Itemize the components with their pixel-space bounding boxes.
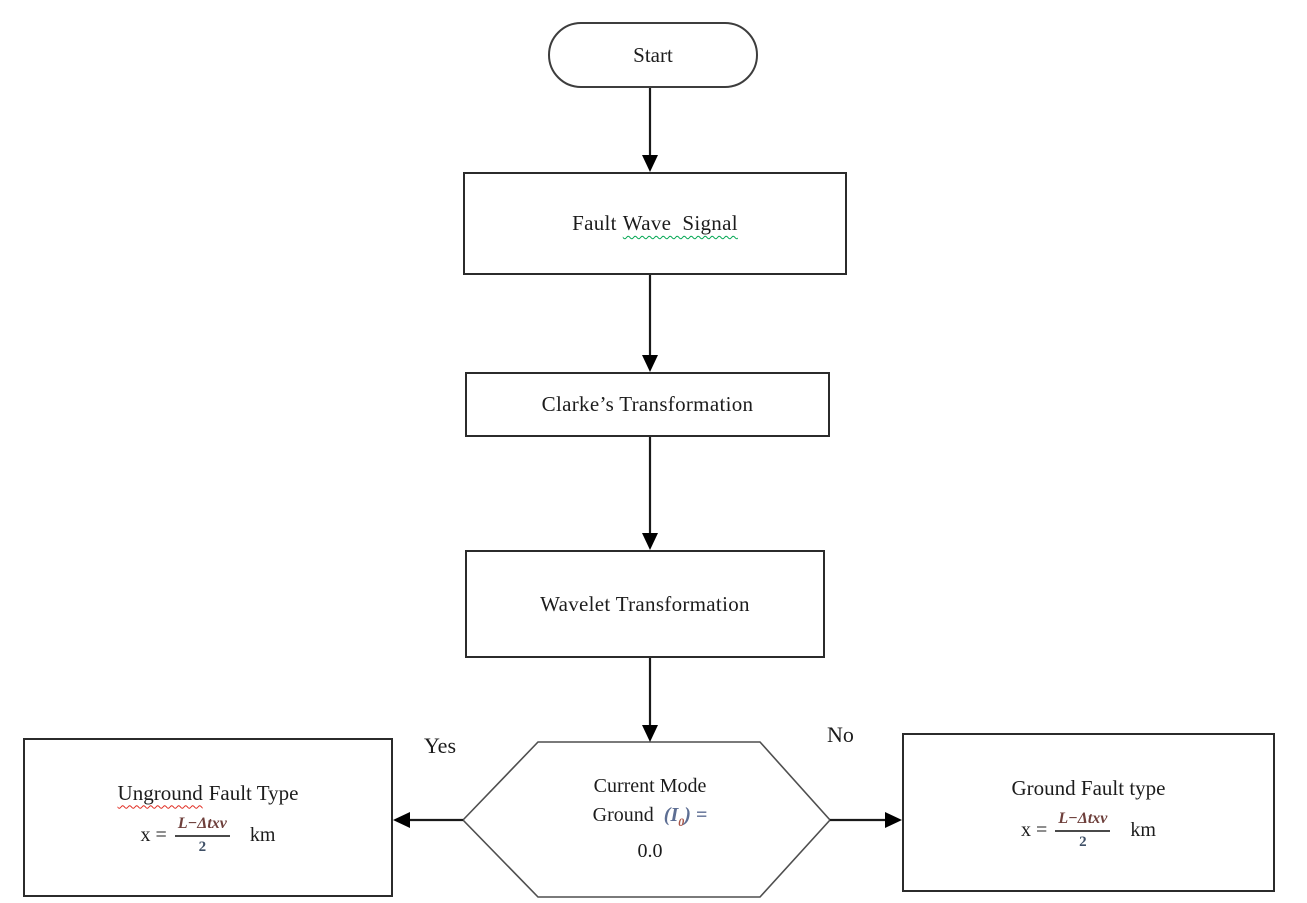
- yes-branch-label: Yes: [424, 733, 457, 758]
- formula-lhs: x =: [1021, 818, 1048, 841]
- unground-title-rest: Fault Type: [208, 780, 299, 805]
- formula-denominator: 2: [198, 838, 207, 855]
- zero-mode-current-equation: (I0) =: [663, 804, 708, 829]
- arrowhead-faultwave-to-clarke: [642, 355, 658, 372]
- clarke-transformation-label: Clarke’s Transformation: [541, 392, 754, 416]
- formula-fraction: L−Δtxv 2: [1055, 809, 1111, 850]
- ground-fault-title: Ground Fault type: [1011, 775, 1166, 800]
- arrowhead-start-to-faultwave: [642, 155, 658, 172]
- clarke-transformation-node: Clarke’s Transformation: [465, 372, 830, 437]
- unground-distance-formula: x = L−Δtxv 2 km: [140, 814, 276, 855]
- start-node: Start: [548, 22, 758, 88]
- decision-line2: Ground (I0) =: [520, 801, 780, 837]
- formula-numerator: L−Δtxv: [177, 814, 227, 832]
- arrowhead-decision-to-unground: [393, 812, 410, 828]
- decision-node-text: Current Mode Ground (I0) = 0.0: [520, 772, 780, 866]
- formula-fraction: L−Δtxv 2: [174, 814, 230, 855]
- start-label: Start: [633, 42, 673, 67]
- wavelet-transformation-label: Wavelet Transformation: [540, 591, 750, 616]
- fault-wave-grammar-flagged-text: Wave Signal: [622, 211, 738, 235]
- formula-lhs: x =: [140, 823, 167, 846]
- eq-variable-I: I: [670, 804, 679, 826]
- decision-ground-word: Ground: [592, 804, 654, 826]
- arrowhead-decision-to-ground: [885, 812, 902, 828]
- decision-line3: 0.0: [637, 840, 663, 862]
- no-branch-label: No: [827, 722, 854, 747]
- ground-distance-formula: x = L−Δtxv 2 km: [1021, 809, 1156, 850]
- formula-denominator: 2: [1079, 833, 1087, 850]
- unground-spell-flagged-text: Unground: [117, 780, 203, 805]
- fault-wave-prefix: Fault: [572, 211, 617, 235]
- eq-paren-open: (: [663, 804, 671, 826]
- decision-line1: Current Mode: [593, 775, 707, 797]
- arrowhead-wavelet-to-decision: [642, 725, 658, 742]
- formula-unit: km: [249, 823, 276, 846]
- eq-paren-close-equals: ) =: [684, 804, 708, 826]
- eq-subscript-0: 0: [678, 815, 685, 829]
- wavelet-transformation-node: Wavelet Transformation: [465, 550, 825, 658]
- arrowhead-clarke-to-wavelet: [642, 533, 658, 550]
- formula-unit: km: [1130, 818, 1156, 841]
- formula-numerator: L−Δtxv: [1058, 809, 1108, 827]
- fraction-bar: [174, 834, 230, 837]
- ground-fault-node: Ground Fault type x = L−Δtxv 2 km: [902, 733, 1275, 892]
- fraction-bar: [1055, 829, 1111, 832]
